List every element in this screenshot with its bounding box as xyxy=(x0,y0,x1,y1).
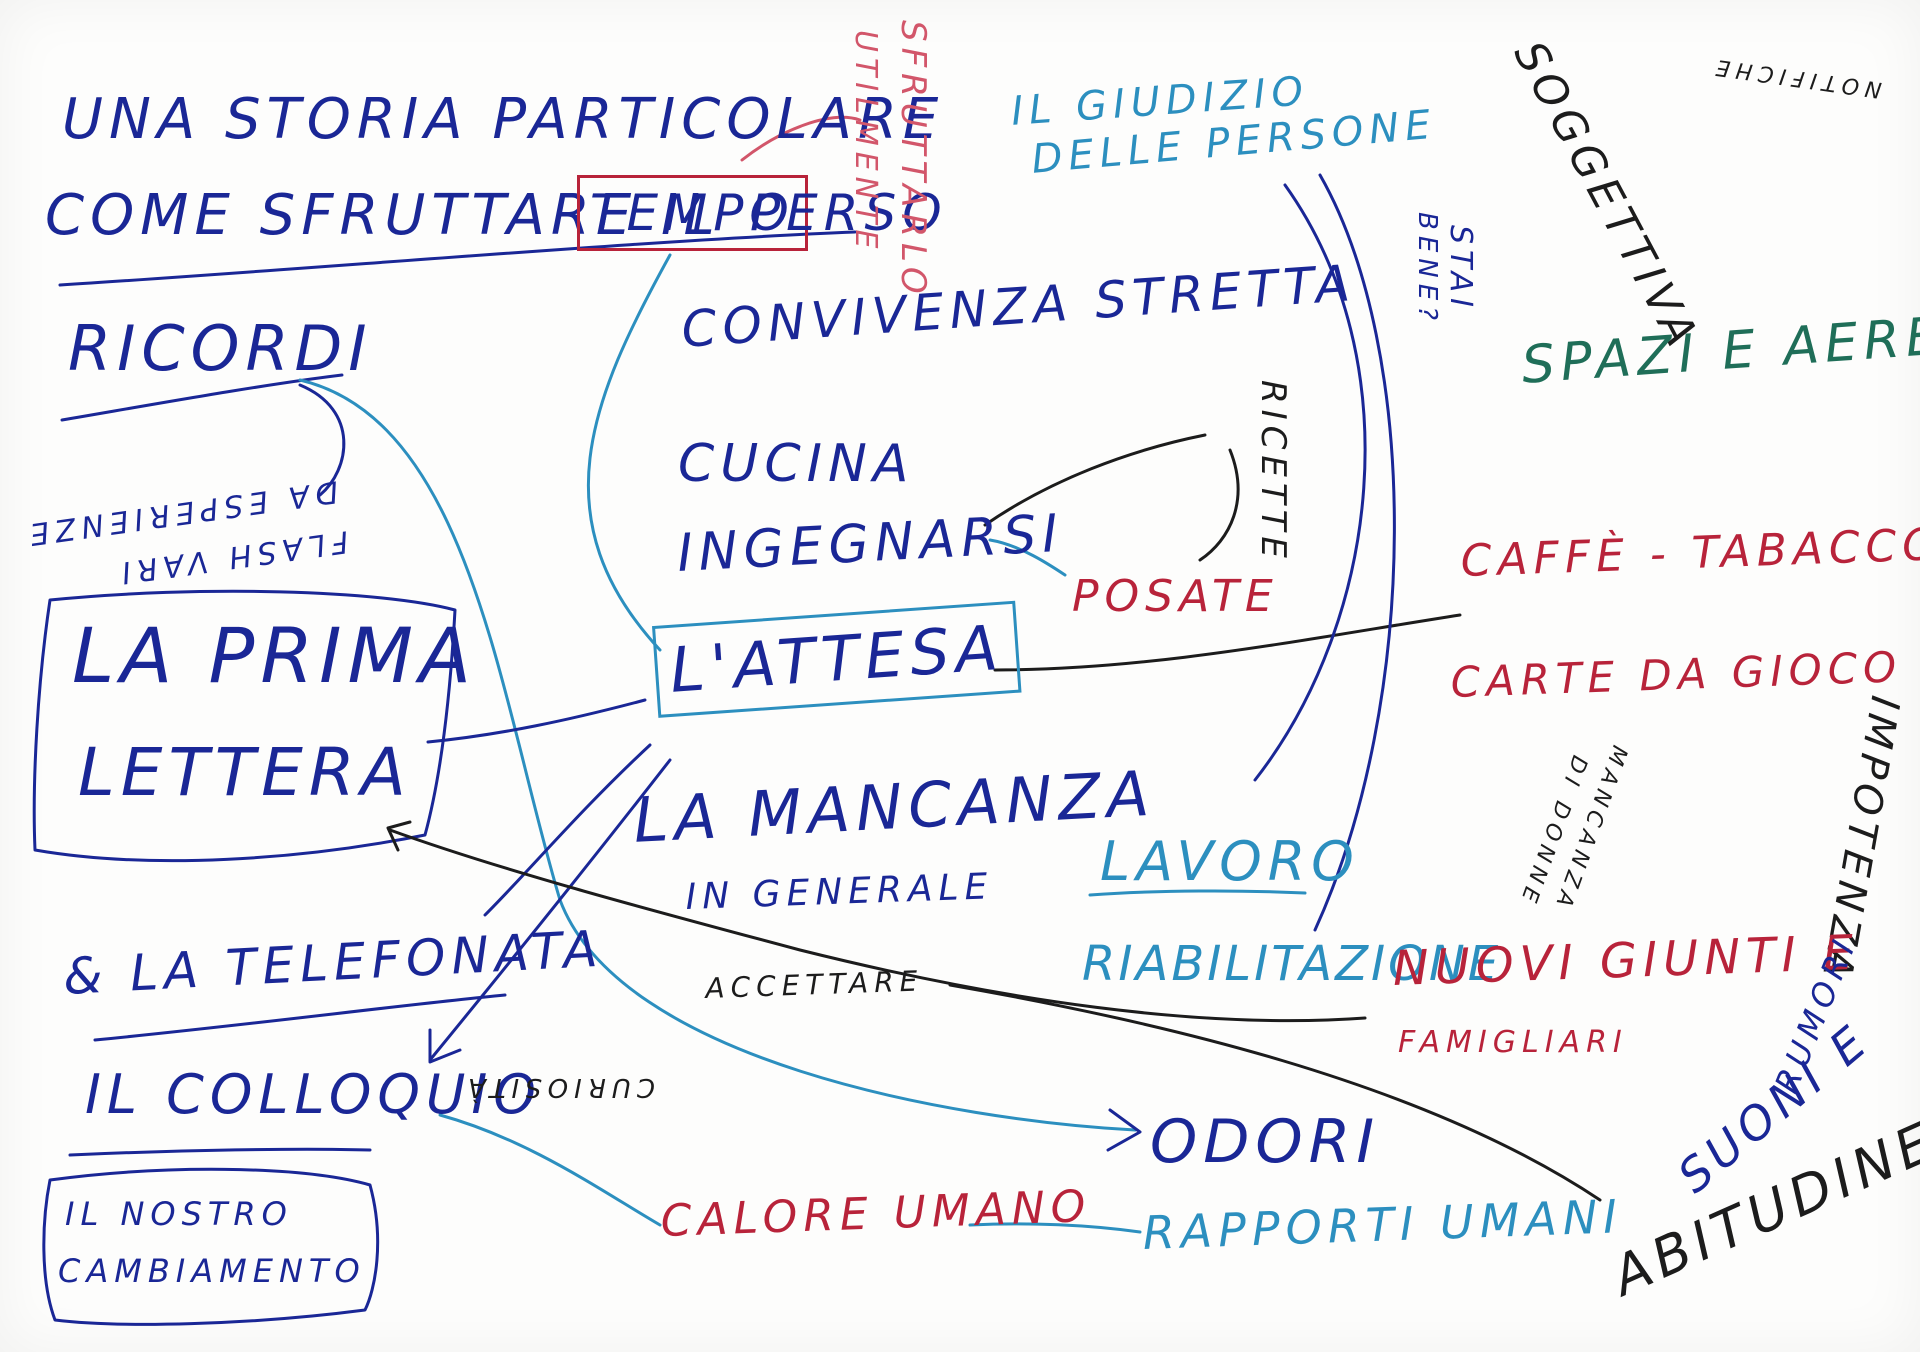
label-ingegnarsi: INGEGNARSI xyxy=(675,503,1066,584)
label-convivenza-stretta: CONVIVENZA STRETTA xyxy=(679,253,1358,359)
label-nuovi-giunti: NUOVI GIUNTI E xyxy=(1391,924,1861,997)
label-il-nostro: IL NOSTRO xyxy=(65,1195,293,1233)
colloquio-underline xyxy=(68,1147,372,1157)
label-notifiche: NOTIFICHE xyxy=(1708,53,1884,102)
cambiamento-box xyxy=(42,1167,380,1326)
header-line-2-start: COME SFRUTTARE IL xyxy=(45,183,721,248)
label-telefonata: & LA TELEFONATA xyxy=(61,919,605,1006)
label-soggettiva: SOGGETTIVA xyxy=(1503,33,1710,360)
label-spazi-e-aerea: SPAZI E AEREA xyxy=(1519,303,1920,396)
link-attesa-telefonata xyxy=(483,743,652,917)
label-la-mancanza: LA MANCANZA xyxy=(631,756,1157,857)
label-rapporti-umani: RAPPORTI UMANI xyxy=(1141,1189,1624,1260)
label-ricette: RICETTE xyxy=(1253,380,1293,564)
colloquio-arrowhead xyxy=(428,1028,462,1064)
label-cambiamento: CAMBIAMENTO xyxy=(58,1252,366,1290)
prima-lettera-arrowhead xyxy=(386,820,412,852)
label-famigliari: FAMIGLIARI xyxy=(1398,1025,1628,1060)
label-posate: POSATE xyxy=(1072,571,1279,622)
label-curiosita: CURIOSITÀ xyxy=(462,1072,655,1102)
link-tempo-attesa xyxy=(586,253,672,652)
label-lavoro: LAVORO xyxy=(1100,830,1360,893)
side-note-sfruttarlo: SFRUTTARLO xyxy=(893,20,933,300)
header-tempo-boxed: TEMPO xyxy=(577,175,808,251)
label-cucina: CUCINA xyxy=(678,434,915,494)
label-accettare: ACCETTARE xyxy=(704,964,924,1005)
label-odori: ODORI xyxy=(1150,1107,1381,1177)
header-line-2-end: PERSO xyxy=(750,184,948,242)
link-colloquio-calore xyxy=(438,1113,662,1227)
label-stai: STAI xyxy=(1443,225,1478,313)
label-calore-umano: CALORE UMANO xyxy=(659,1180,1093,1247)
label-la-prima: LA PRIMA xyxy=(72,611,478,700)
label-lettera: LETTERA xyxy=(78,734,412,811)
label-caffe-tabacco: CAFFÈ - TABACCO xyxy=(1459,519,1920,587)
label-in-generale: IN GENERALE xyxy=(684,866,994,918)
header-line-1: UNA STORIA PARTICOLARE xyxy=(62,87,945,152)
label-ricordi: RICORDI xyxy=(68,312,373,385)
label-colloquio: IL COLLOQUIO xyxy=(85,1063,542,1126)
label-carte-da-gioco: CARTE DA GIOCO xyxy=(1449,642,1903,707)
odori-arrowhead xyxy=(1106,1108,1142,1152)
link-attesa-prima-lettera xyxy=(426,698,647,744)
side-note-utilmente: UTILMENTE xyxy=(848,30,883,255)
telefonata-underline xyxy=(93,993,507,1042)
label-attesa: L'ATTESA xyxy=(652,596,1021,723)
label-riabilitazione: RIABILITAZIONE xyxy=(1082,936,1502,992)
label-bene: BENE? xyxy=(1412,212,1442,326)
link-attesa-caffe xyxy=(993,613,1462,672)
ricette-bracket xyxy=(1198,448,1240,562)
